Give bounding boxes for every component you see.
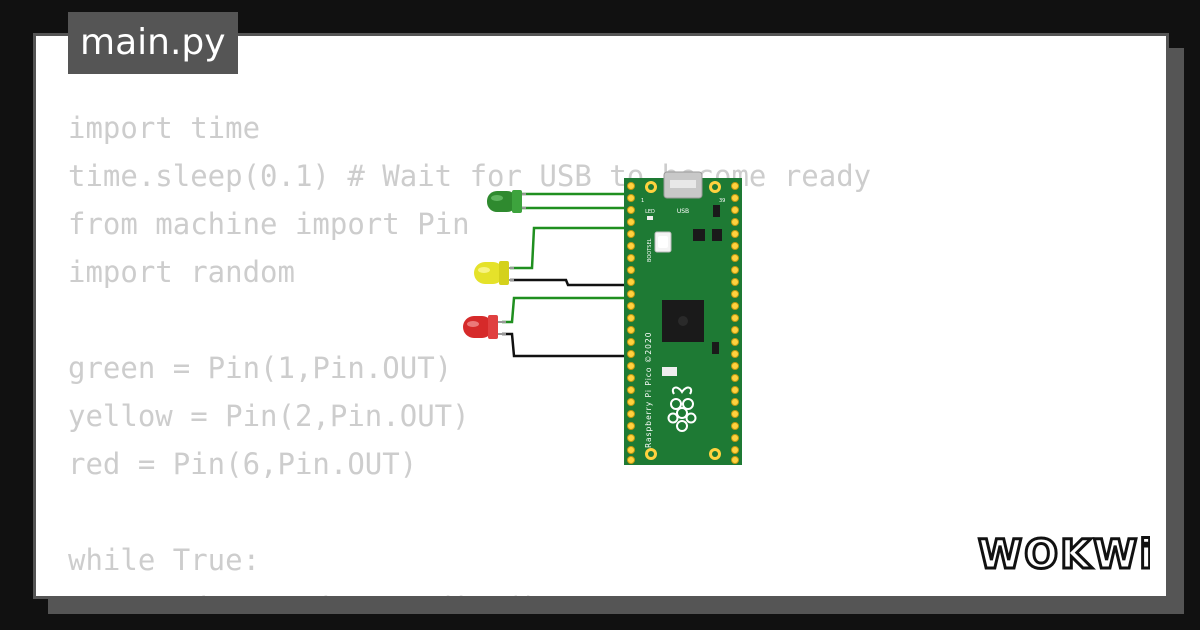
wire-green-3 <box>510 226 626 270</box>
board-name-label: Raspberry Pi Pico ©2020 <box>644 332 653 449</box>
pico-board[interactable]: USB LED 1 39 Raspberry Pi Pico ©2020 BOO… <box>624 171 742 465</box>
code-line: from machine import Pin <box>68 207 470 241</box>
led-label: LED <box>645 209 655 215</box>
red-led[interactable] <box>463 315 506 339</box>
raspberry-logo-icon <box>667 386 697 432</box>
pin-headers <box>627 182 739 464</box>
circuit-diagram: USB LED 1 39 Raspberry Pi Pico ©2020 BOO… <box>463 171 742 465</box>
code-line: while True: <box>68 543 261 577</box>
code-line: import time <box>68 111 261 145</box>
code-listing: import time time.sleep(0.1) # Wait for U… <box>68 104 871 596</box>
yellow-led[interactable] <box>474 261 514 285</box>
bootsel-label: BOOTSEL <box>647 238 653 262</box>
code-line: red = Pin(6,Pin.OUT) <box>68 447 418 481</box>
wokwi-logo-text: WOKWi <box>978 532 1150 576</box>
led-component <box>647 216 653 220</box>
code-line: import random <box>68 255 295 289</box>
usb-label: USB <box>677 208 689 215</box>
pin-label-right: 39 <box>719 198 725 204</box>
file-tab[interactable]: main.py <box>68 12 238 74</box>
mounting-holes <box>645 181 721 460</box>
wires <box>502 192 626 358</box>
code-line: green = Pin(1,Pin.OUT) <box>68 351 453 385</box>
green-led[interactable] <box>487 190 527 213</box>
code-line <box>68 488 871 536</box>
code-line: rand = random.randint() <box>68 584 871 596</box>
wokwi-logo: WOKWi <box>977 531 1151 577</box>
pin-label-left: 1 <box>641 198 644 204</box>
code-line: yellow = Pin(2,Pin.OUT) <box>68 399 470 433</box>
wire-black-1 <box>510 278 626 287</box>
wire-black-2 <box>502 332 626 358</box>
wire-green-4 <box>502 296 626 324</box>
preview-card: import time time.sleep(0.1) # Wait for U… <box>33 33 1169 599</box>
